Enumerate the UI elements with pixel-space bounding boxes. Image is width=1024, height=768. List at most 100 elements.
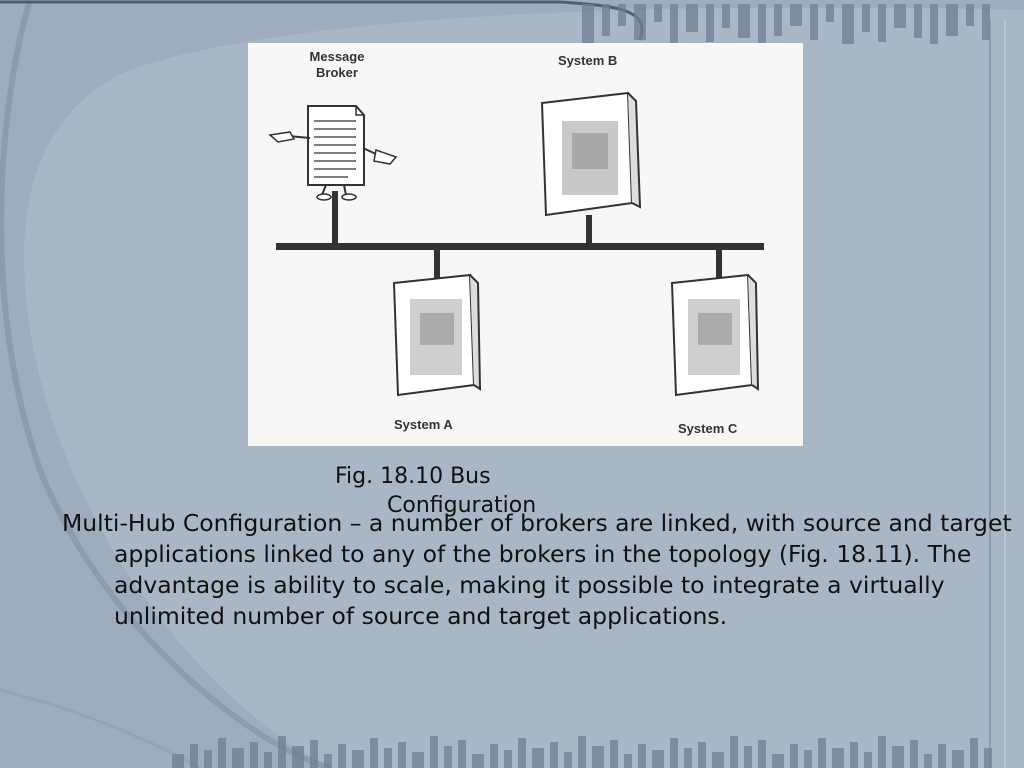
- decorative-bar: [818, 738, 826, 768]
- decorative-bar: [624, 754, 632, 768]
- decorative-bar: [218, 738, 226, 768]
- decorative-bar: [862, 4, 870, 32]
- decorative-bar: [938, 744, 946, 768]
- decorative-bar: [758, 4, 766, 44]
- decorative-bar: [430, 736, 438, 768]
- decorative-bar: [774, 4, 782, 36]
- decorative-bar: [652, 750, 664, 768]
- decorative-bar: [970, 738, 978, 768]
- decorative-bar: [864, 752, 872, 768]
- message-broker-icon: [268, 105, 398, 201]
- decorative-bar: [946, 4, 958, 36]
- decorative-bar: [472, 754, 484, 768]
- decorative-bar: [458, 740, 466, 768]
- broker-connector: [332, 191, 338, 245]
- system-c-label: System C: [678, 421, 738, 436]
- decorative-bar: [910, 740, 918, 768]
- decorative-bar: [352, 750, 364, 768]
- decorative-bar: [712, 752, 724, 768]
- decorative-bar: [618, 4, 626, 26]
- decorative-bar: [602, 4, 610, 36]
- decorative-bar: [758, 740, 766, 768]
- decorative-bar: [172, 754, 184, 768]
- decorative-bar: [204, 750, 212, 768]
- decorative-bar: [518, 738, 526, 768]
- decorative-bar: [610, 740, 618, 768]
- decorative-bar: [772, 754, 784, 768]
- decorative-bar: [878, 736, 886, 768]
- decorative-bar: [722, 4, 730, 28]
- decorative-bar: [550, 742, 558, 768]
- decorative-bar: [930, 4, 938, 44]
- decorative-bar: [810, 4, 818, 40]
- decorative-bar: [826, 4, 834, 22]
- decorative-bar: [952, 750, 964, 768]
- system-a-label: System A: [394, 417, 453, 432]
- decorative-bar: [504, 750, 512, 768]
- decorative-bar: [292, 746, 304, 768]
- decorative-bar: [232, 748, 244, 768]
- decorative-bar: [398, 742, 406, 768]
- system-c-icon: [670, 273, 760, 397]
- decorative-bar: [564, 752, 572, 768]
- decorative-bar: [444, 746, 452, 768]
- decorative-bar: [654, 4, 662, 22]
- bus-diagram: [268, 91, 764, 397]
- decorative-bar: [582, 4, 594, 44]
- decorative-bar: [686, 4, 698, 32]
- decorative-bar: [842, 4, 854, 44]
- message-broker-label: Message Broker: [309, 49, 365, 80]
- decorative-bar: [984, 748, 992, 768]
- decorative-bar: [790, 4, 802, 26]
- decorative-bar: [338, 744, 346, 768]
- decorative-bar: [790, 744, 798, 768]
- decorative-bar: [578, 736, 586, 768]
- system-c-connector: [716, 249, 722, 281]
- decorative-bar: [832, 748, 844, 768]
- decorative-bar: [310, 740, 318, 768]
- decorative-bar: [190, 744, 198, 768]
- decorative-bar: [744, 746, 752, 768]
- decorative-bar: [250, 742, 258, 768]
- figure-caption: Fig. 18.10 Bus Configuration: [335, 462, 585, 520]
- system-b-icon: [540, 91, 642, 217]
- caption-line-1: Fig. 18.10 Bus: [335, 464, 491, 489]
- decorative-bar: [892, 746, 904, 768]
- decorative-bar: [638, 744, 646, 768]
- decorative-bar: [324, 754, 332, 768]
- decorative-bar: [384, 748, 392, 768]
- system-a-connector: [434, 249, 440, 283]
- decorative-bar: [592, 746, 604, 768]
- decorative-bar: [532, 748, 544, 768]
- decorative-bar: [698, 742, 706, 768]
- decorative-bar: [878, 4, 886, 42]
- decorative-bar: [670, 738, 678, 768]
- decorative-bar: [804, 750, 812, 768]
- decorative-bar: [914, 4, 922, 38]
- decorative-bar: [738, 4, 750, 38]
- decorative-bar: [412, 752, 424, 768]
- decorative-bar: [730, 736, 738, 768]
- system-b-connector: [586, 215, 592, 245]
- decorative-bar: [706, 4, 714, 42]
- decorative-bar: [264, 752, 272, 768]
- decorative-bar: [278, 736, 286, 768]
- bus-line: [276, 243, 764, 250]
- caption-line-2: Configuration: [387, 493, 537, 518]
- decorative-bar: [490, 744, 498, 768]
- system-b-label: System B: [558, 53, 618, 68]
- body-paragraph: Multi-Hub Configuration – a number of br…: [62, 509, 1012, 630]
- decorative-bar: [894, 4, 906, 28]
- system-a-icon: [392, 273, 482, 397]
- decorative-bar: [634, 4, 646, 40]
- decorative-bar: [966, 4, 974, 26]
- decorative-bar: [982, 4, 990, 40]
- decorative-bar: [684, 748, 692, 768]
- bus-configuration-figure: Message Broker System B System A System …: [248, 43, 803, 446]
- decorative-bar: [370, 738, 378, 768]
- decorative-bar: [670, 4, 678, 44]
- decorative-bar: [924, 754, 932, 768]
- decorative-bar: [850, 742, 858, 768]
